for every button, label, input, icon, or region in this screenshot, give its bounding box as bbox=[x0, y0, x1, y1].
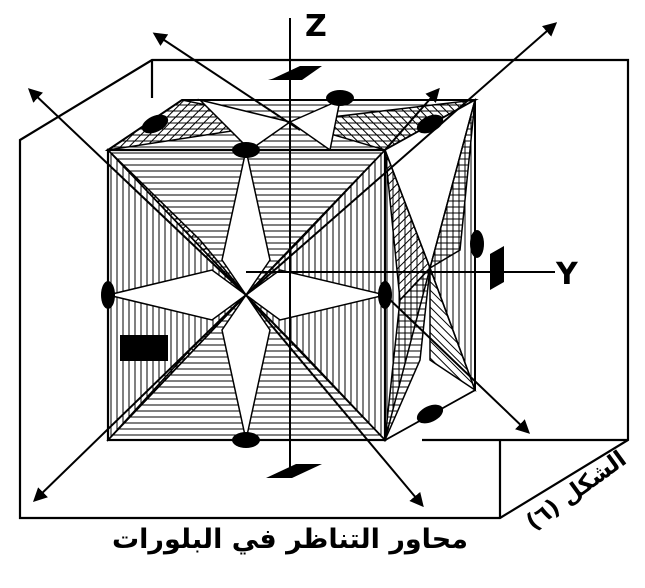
fourfold-bottom bbox=[266, 464, 322, 478]
axis-inner-top bbox=[384, 87, 440, 151]
twofold-top-right bbox=[416, 114, 444, 134]
twofold-top-left bbox=[141, 114, 169, 134]
twofold-top-center bbox=[232, 142, 260, 158]
twofold-left bbox=[101, 281, 115, 309]
twofold-markers bbox=[101, 90, 484, 448]
axis-upper-right bbox=[245, 22, 558, 296]
fourfold-left bbox=[120, 335, 168, 361]
twofold-top-back bbox=[326, 90, 354, 106]
axis-lower-left bbox=[32, 294, 247, 502]
axis-lower-center bbox=[245, 294, 424, 508]
twofold-front-right bbox=[378, 281, 392, 309]
outer-box bbox=[18, 58, 630, 520]
fourfold-right bbox=[490, 246, 504, 290]
twofold-right-back bbox=[470, 230, 484, 258]
axis-upper-left bbox=[152, 32, 301, 131]
fourfold-markers bbox=[120, 66, 504, 478]
cube-right-face bbox=[383, 98, 477, 442]
axis-right-low bbox=[384, 294, 531, 434]
z-axis-label: Z bbox=[305, 9, 327, 44]
y-axis-label: Y bbox=[555, 257, 579, 292]
cube-front-face bbox=[106, 148, 387, 442]
twofold-bottom-right bbox=[416, 404, 444, 424]
figure-caption: محاور التناظر في البلورات bbox=[112, 524, 468, 555]
twofold-bottom-center bbox=[232, 432, 260, 448]
axis-left bbox=[27, 88, 247, 296]
